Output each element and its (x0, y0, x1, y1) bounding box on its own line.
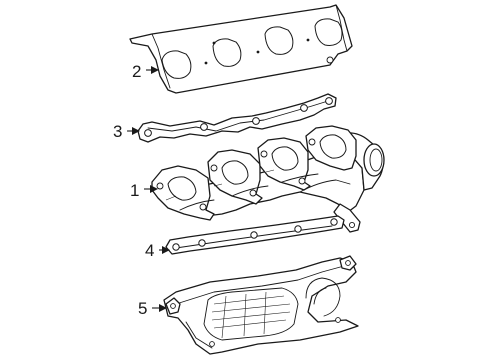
part-2-heat-shield (129, 4, 353, 94)
part-3-gasket (137, 93, 337, 143)
callout-1: 1 (130, 181, 158, 200)
part-1-exhaust-manifold (151, 125, 385, 233)
callout-arrow-5 (159, 304, 167, 312)
callout-label-3: 3 (113, 122, 122, 141)
part-5-lower-heat-shield (163, 255, 359, 355)
callout-arrow-4 (162, 246, 170, 254)
callout-arrow-2 (151, 66, 159, 74)
callout-arrow-1 (150, 185, 158, 193)
callout-label-4: 4 (145, 241, 154, 260)
part-4-gasket (165, 215, 345, 255)
callout-5: 5 (138, 299, 167, 318)
callout-2: 2 (132, 62, 159, 81)
callout-4: 4 (145, 241, 170, 260)
callout-label-2: 2 (132, 62, 141, 81)
callout-3: 3 (113, 122, 140, 141)
callout-label-5: 5 (138, 299, 147, 318)
callout-arrow-3 (132, 127, 140, 135)
callout-label-1: 1 (130, 181, 139, 200)
